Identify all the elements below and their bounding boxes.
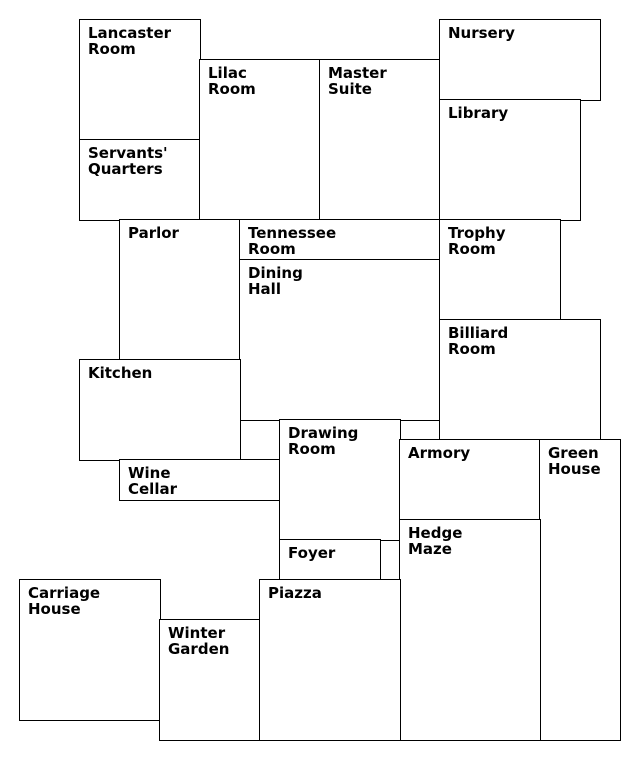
room-label: Master Suite bbox=[328, 64, 387, 98]
room-label: Lilac Room bbox=[208, 64, 256, 98]
room-label: Kitchen bbox=[88, 364, 153, 382]
room-label: Foyer bbox=[288, 544, 336, 562]
room-label: Green House bbox=[548, 444, 601, 478]
room-label: Hedge Maze bbox=[408, 524, 463, 558]
room-armory: Armory bbox=[399, 439, 541, 521]
room-drawing-room: Drawing Room bbox=[279, 419, 401, 541]
room-label: Servants' Quarters bbox=[88, 144, 168, 178]
room-label: Library bbox=[448, 104, 509, 122]
room-foyer: Foyer bbox=[279, 539, 381, 581]
room-label: Nursery bbox=[448, 24, 515, 42]
room-label: Lancaster Room bbox=[88, 24, 172, 58]
room-piazza: Piazza bbox=[259, 579, 401, 741]
room-label: Wine Cellar bbox=[128, 464, 177, 498]
room-label: Dining Hall bbox=[248, 264, 303, 298]
room-winter-garden: Winter Garden bbox=[159, 619, 261, 741]
room-kitchen: Kitchen bbox=[79, 359, 241, 461]
room-lancaster-room: Lancaster Room bbox=[79, 19, 201, 141]
room-nursery: Nursery bbox=[439, 19, 601, 101]
room-servants-quarters: Servants' Quarters bbox=[79, 139, 201, 221]
room-dining-hall: Dining Hall bbox=[239, 259, 441, 421]
room-lilac-room: Lilac Room bbox=[199, 59, 321, 221]
room-master-suite: Master Suite bbox=[319, 59, 441, 221]
room-billiard-room: Billiard Room bbox=[439, 319, 601, 441]
room-label: Armory bbox=[408, 444, 471, 462]
room-label: Winter Garden bbox=[168, 624, 230, 658]
room-label: Billiard Room bbox=[448, 324, 509, 358]
room-library: Library bbox=[439, 99, 581, 221]
room-label: Trophy Room bbox=[448, 224, 506, 258]
room-trophy-room: Trophy Room bbox=[439, 219, 561, 321]
unlabeled-room-narrow bbox=[379, 539, 401, 581]
room-carriage-house: Carriage House bbox=[19, 579, 161, 721]
room-tennessee-room: Tennessee Room bbox=[239, 219, 441, 261]
room-label: Carriage House bbox=[28, 584, 101, 618]
room-label: Parlor bbox=[128, 224, 179, 242]
room-label: Tennessee Room bbox=[248, 224, 337, 258]
room-green-house: Green House bbox=[539, 439, 621, 741]
room-wine-cellar: Wine Cellar bbox=[119, 459, 281, 501]
unlabeled-room-small bbox=[239, 419, 281, 461]
room-hedge-maze: Hedge Maze bbox=[399, 519, 541, 741]
room-label: Drawing Room bbox=[288, 424, 359, 458]
room-label: Piazza bbox=[268, 584, 322, 602]
room-parlor: Parlor bbox=[119, 219, 241, 361]
